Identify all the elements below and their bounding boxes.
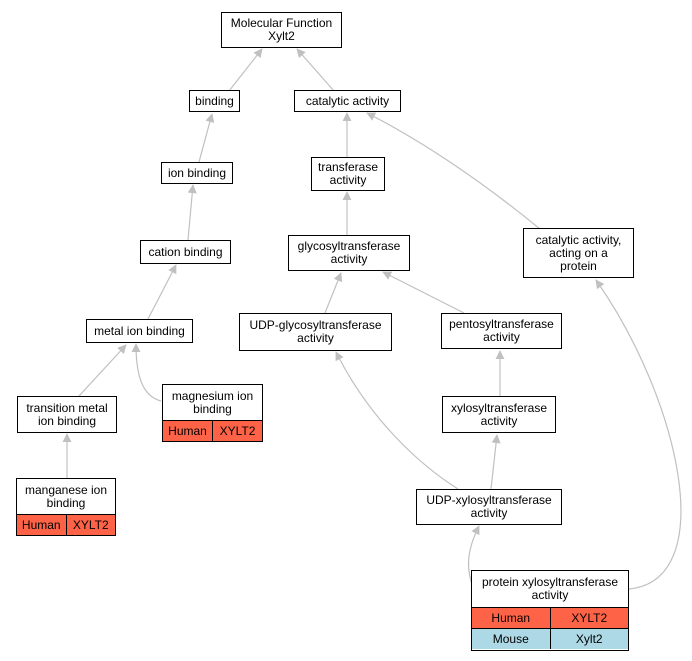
- node-manganese-ion-binding[interactable]: manganese ion binding Human XYLT2: [16, 478, 116, 536]
- node-udp-glycosyltransferase-activity[interactable]: UDP-glycosyltransferase activity: [239, 313, 392, 351]
- node-catalytic-activity[interactable]: catalytic activity: [294, 90, 401, 112]
- node-protein-xylosyltransferase-activity[interactable]: protein xylosyltransferase activity Huma…: [471, 570, 629, 651]
- node-label: catalytic activity, acting on a protein: [535, 232, 622, 273]
- node-cation-binding[interactable]: cation binding: [140, 240, 231, 264]
- edge-cation-to-ion-binding: [187, 184, 197, 241]
- node-label: metal ion binding: [94, 323, 185, 338]
- edge-udp-glycosyl-to-glycosyl: [324, 272, 343, 314]
- node-xylosyltransferase-activity[interactable]: xylosyltransferase activity: [442, 396, 556, 433]
- annotation-row-mouse: Mouse Xylt2: [472, 628, 628, 649]
- node-molecular-function[interactable]: Molecular Function Xylt2: [221, 12, 342, 48]
- node-transition-metal-ion-binding[interactable]: transition metal ion binding: [17, 396, 117, 433]
- node-udp-xylosyltransferase-activity[interactable]: UDP-xylosyltransferase activity: [416, 489, 562, 525]
- annotation-row-human: Human XYLT2: [17, 514, 115, 535]
- gene-cell: Xylt2: [549, 629, 628, 649]
- edge-ion-binding-to-binding: [198, 113, 215, 163]
- node-label: pentosyltransferase activity: [449, 317, 554, 344]
- node-label: transferase activity: [317, 160, 379, 187]
- edge-udp-xylosyl-to-xylosyl: [490, 434, 501, 490]
- node-label: cation binding: [148, 244, 223, 259]
- node-catalytic-activity-protein[interactable]: catalytic activity, acting on a protein: [523, 228, 634, 278]
- node-metal-ion-binding[interactable]: metal ion binding: [86, 319, 193, 343]
- annotation-row-human: Human XYLT2: [472, 607, 628, 628]
- edge-binding-to-molecular-function: [228, 48, 263, 92]
- node-transferase-activity[interactable]: transferase activity: [311, 157, 385, 191]
- species-cell: Human: [163, 421, 212, 441]
- node-label: ion binding: [167, 165, 227, 180]
- species-cell: Human: [17, 515, 66, 535]
- edge-udp-xylosyl-to-udp-glycosyl: [335, 351, 459, 490]
- node-label: manganese ion binding: [24, 482, 108, 510]
- node-ion-binding[interactable]: ion binding: [161, 162, 233, 184]
- node-pentosyltransferase-activity[interactable]: pentosyltransferase activity: [441, 313, 562, 349]
- node-label: Molecular Function Xylt2: [230, 16, 333, 43]
- node-label: binding: [195, 93, 234, 108]
- edge-protein-xylosyl-to-catalytic-protein: [595, 279, 682, 590]
- edge-catalytic-to-molecular-function: [296, 48, 335, 92]
- edge-magnesium-to-metal-ion: [131, 343, 162, 402]
- gene-cell: XYLT2: [212, 421, 262, 441]
- node-label: xylosyltransferase activity: [450, 400, 548, 428]
- species-cell: Human: [472, 608, 550, 628]
- node-magnesium-ion-binding[interactable]: magnesium ion binding Human XYLT2: [162, 384, 263, 442]
- node-label: transition metal ion binding: [26, 400, 108, 428]
- annotation-row-human: Human XYLT2: [163, 420, 262, 441]
- edge-transition-to-metal-ion: [78, 344, 127, 397]
- node-label: protein xylosyltransferase activity: [481, 575, 619, 602]
- gene-cell: XYLT2: [549, 608, 628, 628]
- gene-cell: XYLT2: [65, 515, 115, 535]
- node-label: magnesium ion binding: [171, 388, 254, 416]
- species-cell: Mouse: [472, 629, 550, 649]
- node-glycosyltransferase-activity[interactable]: glycosyltransferase activity: [288, 235, 410, 271]
- node-label: catalytic activity: [305, 93, 390, 108]
- edge-pentosyl-to-glycosyl: [382, 271, 465, 314]
- edge-metal-ion-to-cation: [147, 264, 177, 320]
- node-label: UDP-xylosyltransferase activity: [426, 493, 552, 520]
- node-label: UDP-glycosyltransferase activity: [249, 318, 382, 345]
- edge-catalytic-protein-to-catalytic: [366, 112, 541, 230]
- node-binding[interactable]: binding: [189, 90, 240, 112]
- node-label: glycosyltransferase activity: [297, 239, 401, 266]
